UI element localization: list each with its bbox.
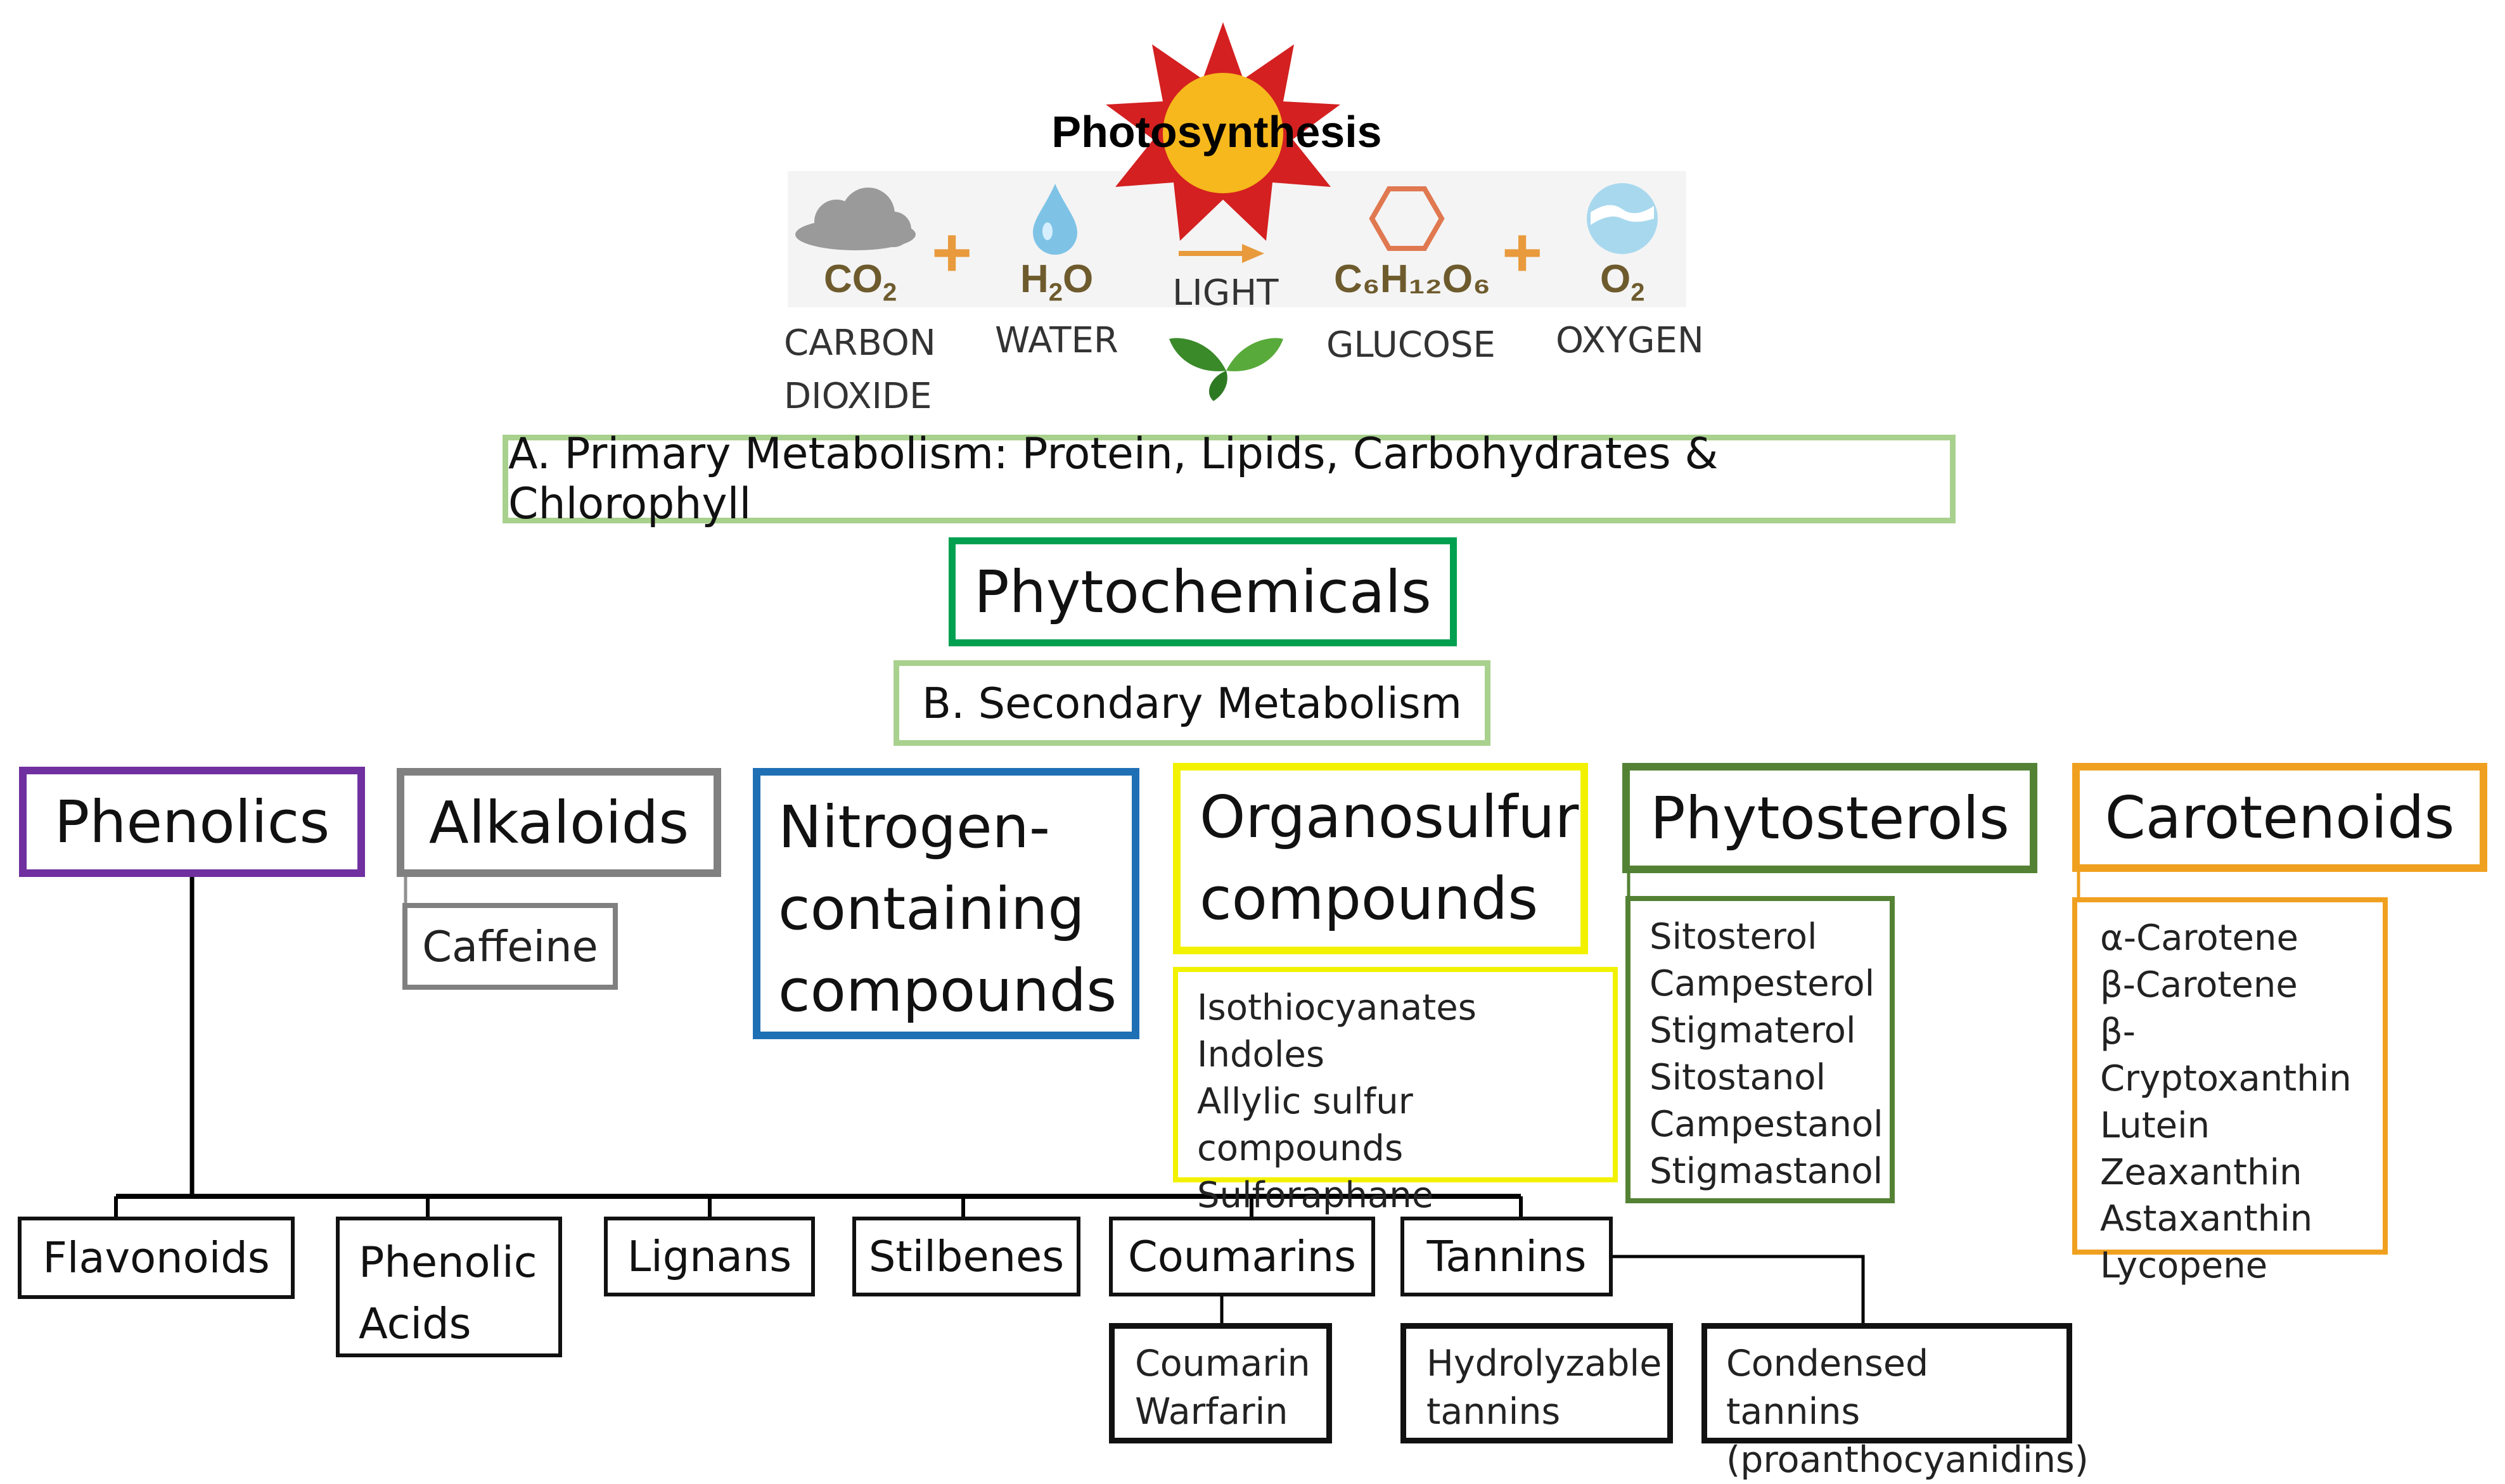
glucose-label: GLUCOSE xyxy=(1326,324,1496,366)
condensed-tannins-box: Condensed tannins (proanthocyanidins) xyxy=(1701,1323,2089,1481)
phytosterols-label: Phytosterols xyxy=(1650,784,2009,852)
phenolic-acids-line-2: Acids xyxy=(359,1299,471,1349)
droplet-icon xyxy=(1033,184,1077,255)
arrow-icon xyxy=(1179,244,1264,263)
plus-icon-2: + xyxy=(1502,214,1543,291)
list-item: Stigmaterol xyxy=(1650,1009,1856,1051)
o2-formula: O2 xyxy=(1600,257,1645,307)
organosulfur-box: Organosulfur compounds xyxy=(1173,763,1588,954)
phenolics-label: Phenolics xyxy=(54,788,330,856)
flavonoids-box: Flavonoids xyxy=(18,1217,295,1299)
coumarins-box: Coumarins xyxy=(1109,1217,1375,1296)
phytosterols-box: Phytosterols xyxy=(1622,763,2037,873)
list-item: Sitosterol xyxy=(1650,916,1817,957)
carotenoids-label: Carotenoids xyxy=(2105,783,2455,852)
carotenoids-box: Carotenoids xyxy=(2072,763,2487,872)
hydrolyzable-tannins-box: Hydrolyzable tannins xyxy=(1400,1323,1673,1443)
stilbenes-label: Stilbenes xyxy=(868,1232,1065,1281)
organosulfur-line-2: compounds xyxy=(1200,864,1539,933)
list-item: Sulforaphane xyxy=(1197,1174,1434,1216)
coumarins-label: Coumarins xyxy=(1127,1232,1357,1281)
hydrolyzable-line-2: tannins xyxy=(1426,1390,1561,1433)
cloud-icon xyxy=(795,188,916,250)
h2o-formula: H2O xyxy=(1020,257,1094,307)
alkaloids-label: Alkaloids xyxy=(428,788,689,857)
light-label: LIGHT xyxy=(1172,272,1279,314)
caffeine-label: Caffeine xyxy=(422,921,598,971)
list-item: Campesterol xyxy=(1650,963,1875,1004)
stilbenes-box: Stilbenes xyxy=(852,1217,1080,1296)
list-item: Isothiocyanates xyxy=(1197,987,1477,1028)
list-item: Lutein xyxy=(2100,1104,2210,1146)
list-item: Allylic sulfur compounds xyxy=(1197,1080,1413,1169)
secondary-metabolism-label: B. Secondary Metabolism xyxy=(922,678,1462,728)
leaf-icon xyxy=(1169,338,1283,401)
nitrogen-line-3: compounds xyxy=(778,956,1117,1025)
alkaloids-box: Alkaloids xyxy=(397,768,721,877)
coumarin-examples-box: Coumarin Warfarin xyxy=(1109,1323,1332,1443)
condensed-line-1: Condensed tannins xyxy=(1726,1343,1929,1433)
list-item: Campestanol xyxy=(1650,1103,1883,1145)
condensed-line-2: (proanthocyanidins) xyxy=(1726,1438,2089,1481)
secondary-metabolism-box: B. Secondary Metabolism xyxy=(894,660,1490,746)
primary-metabolism-box: A. Primary Metabolism: Protein, Lipids, … xyxy=(503,429,1956,529)
co2-formula: CO2 xyxy=(824,257,897,307)
list-item: Zeaxanthin xyxy=(2100,1151,2302,1193)
caffeine-box: Caffeine xyxy=(402,903,618,990)
lignans-label: Lignans xyxy=(627,1232,792,1281)
phytosterols-examples-box: Sitosterol Campesterol Stigmaterol Sitos… xyxy=(1625,896,1895,1203)
oxygen-globe-icon xyxy=(1587,183,1658,254)
hexagon-icon xyxy=(1369,186,1445,251)
hydrolyzable-line-1: Hydrolyzable xyxy=(1426,1343,1662,1385)
tannins-box: Tannins xyxy=(1400,1217,1613,1296)
nitrogen-line-1: Nitrogen- xyxy=(778,793,1051,861)
primary-metabolism-label: A. Primary Metabolism: Protein, Lipids, … xyxy=(508,429,1719,529)
list-item: Coumarin xyxy=(1135,1343,1310,1385)
organosulfur-line-1: Organosulfur xyxy=(1200,783,1579,851)
tannins-label: Tannins xyxy=(1426,1232,1587,1281)
phenolic-acids-line-1: Phenolic xyxy=(359,1238,537,1287)
list-item: Sitostanol xyxy=(1650,1056,1826,1098)
list-item: Stigmastanol xyxy=(1650,1150,1883,1192)
tannins-to-condensed xyxy=(1610,1255,1865,1323)
phenolics-box: Phenolics xyxy=(19,767,365,877)
list-item: α-Carotene xyxy=(2100,918,2298,959)
list-item: Lycopene xyxy=(2100,1245,2268,1287)
carotenoids-examples-box: α-Carotene β-Carotene β-Cryptoxanthin Lu… xyxy=(2072,897,2388,1286)
list-item: Warfarin xyxy=(1135,1390,1288,1433)
h2o-label: WATER xyxy=(995,320,1118,361)
nitrogen-line-2: containing xyxy=(778,874,1085,943)
photosynthesis-title: Photosynthesis xyxy=(1051,107,1382,157)
list-item: Indoles xyxy=(1197,1033,1325,1075)
co2-label: CARBON DIOXIDE xyxy=(784,323,936,417)
phenolic-acids-box: Phenolic Acids xyxy=(336,1217,562,1357)
list-item: β-Cryptoxanthin xyxy=(2100,1011,2352,1099)
lignans-box: Lignans xyxy=(604,1217,815,1296)
phytochemicals-box: Phytochemicals xyxy=(949,537,1457,646)
list-item: Astaxanthin xyxy=(2100,1198,2313,1240)
phytochemicals-label: Phytochemicals xyxy=(974,558,1432,626)
sun-icon xyxy=(1106,22,1340,241)
organosulfur-examples-box: Isothiocyanates Indoles Allylic sulfur c… xyxy=(1173,967,1618,1216)
plus-icon: + xyxy=(932,214,973,291)
oxygen-label: OXYGEN xyxy=(1556,320,1704,361)
list-item: β-Carotene xyxy=(2100,964,2298,1006)
glucose-formula: C₆H₁₂O₆ xyxy=(1334,257,1491,301)
flavonoids-label: Flavonoids xyxy=(42,1233,270,1283)
nitrogen-compounds-box: Nitrogen- containing compounds xyxy=(753,768,1139,1039)
